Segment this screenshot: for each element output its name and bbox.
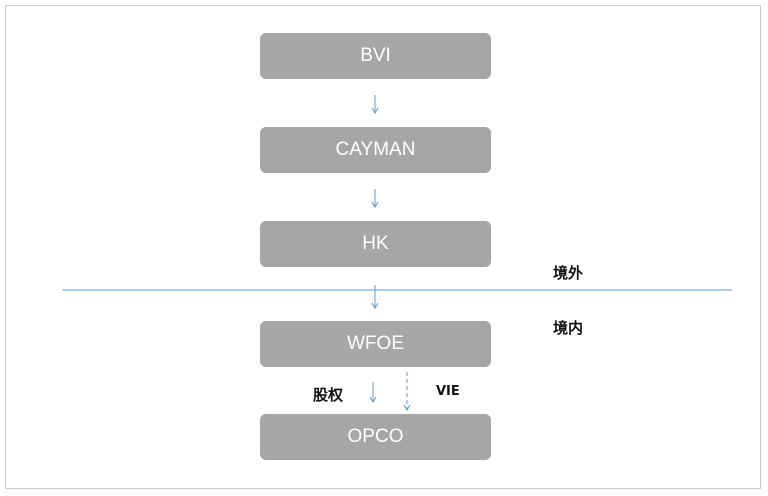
diagram-frame — [5, 5, 761, 489]
arrow-bvi-to-cayman — [371, 95, 379, 114]
arrow-hk-to-wfoe — [371, 285, 379, 309]
region-label-onshore: 境内 — [553, 319, 584, 337]
node-bvi: BVI — [260, 33, 491, 79]
arrow-equity-wfoe-to-opco — [369, 382, 377, 403]
arrow-vie-wfoe-to-opco — [403, 372, 411, 411]
node-opco: OPCO — [260, 414, 491, 460]
node-hk: HK — [260, 221, 491, 267]
node-cayman: CAYMAN — [260, 127, 491, 173]
edge-label-vie: VIE — [436, 384, 460, 399]
edge-label-equity: 股权 — [313, 386, 344, 404]
region-label-offshore: 境外 — [553, 264, 584, 282]
arrow-cayman-to-hk — [371, 189, 379, 208]
node-wfoe: WFOE — [260, 321, 491, 367]
